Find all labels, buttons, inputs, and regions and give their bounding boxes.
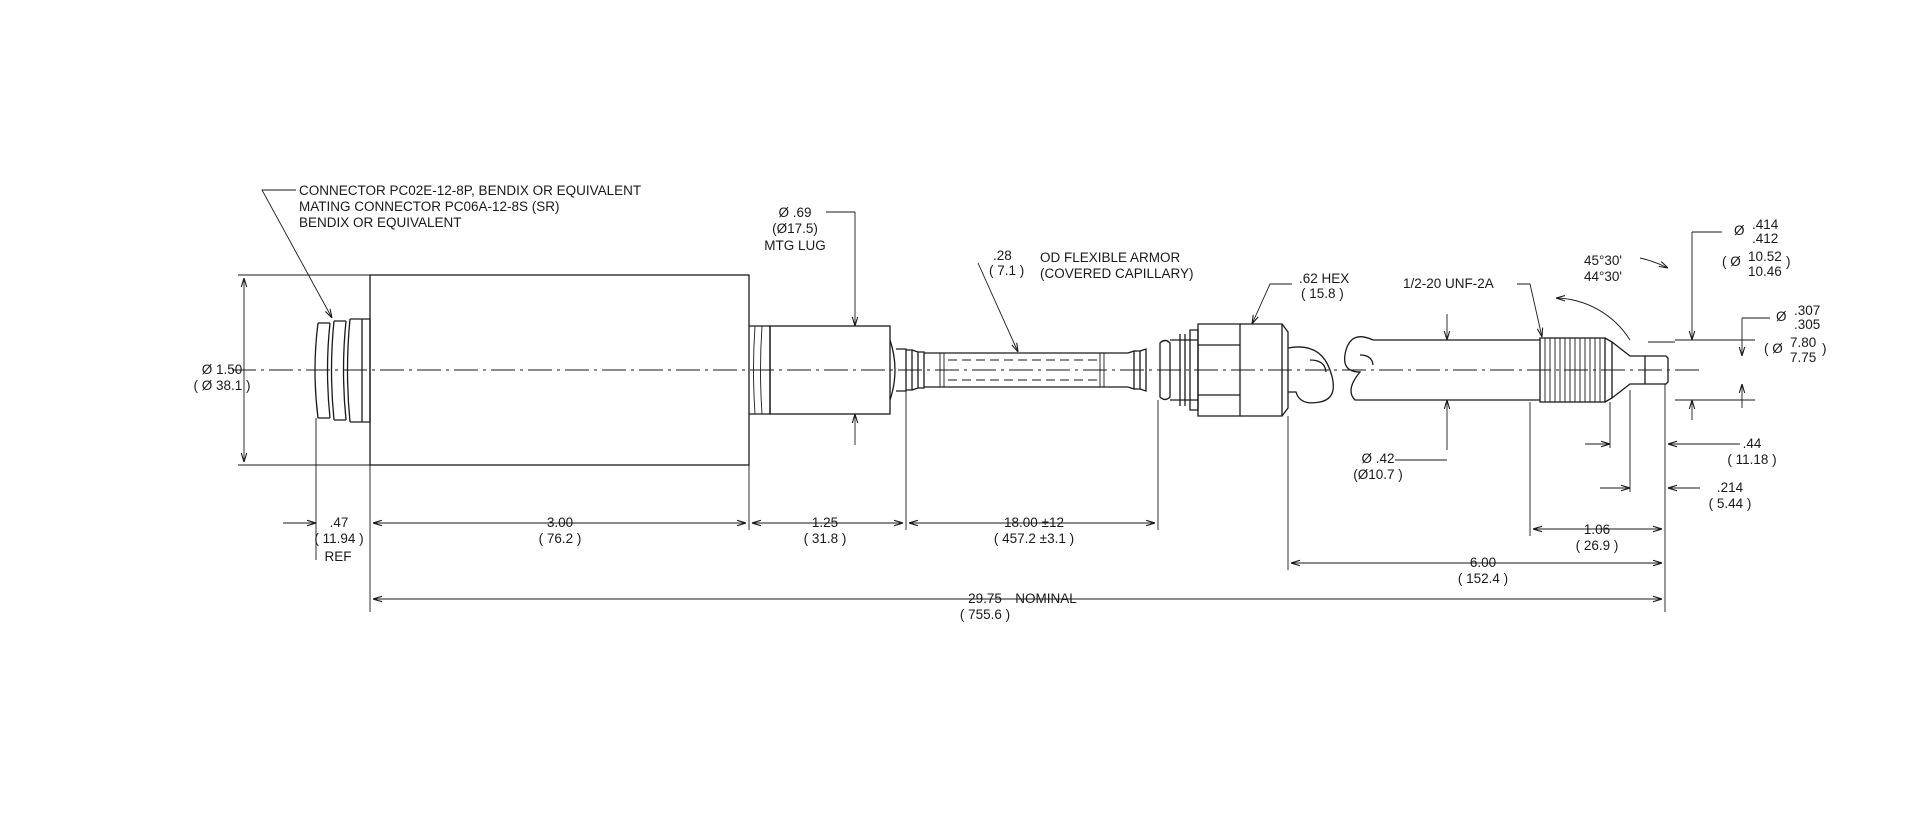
- lug-len-inch: 1.25: [812, 515, 838, 530]
- connector-note-line1: CONNECTOR PC02E-12-8P, BENDIX OR EQUIVAL…: [299, 183, 641, 198]
- dimension-lines: [244, 211, 1770, 599]
- armor-mm: ( 7.1 ): [989, 263, 1024, 278]
- hex-mm: ( 15.8 ): [1301, 286, 1344, 301]
- body-diameter-label: Ø 1.50 ( Ø 38.1 ): [193, 362, 250, 393]
- overall-len-note: NOMINAL: [1015, 591, 1077, 606]
- connector-note: CONNECTOR PC02E-12-8P, BENDIX OR EQUIVAL…: [299, 183, 641, 230]
- tip-dia-mm-suffix: ): [1786, 254, 1791, 269]
- mounting-lug: [749, 325, 907, 415]
- shaft-dia-inch: Ø .42: [1361, 451, 1394, 466]
- connector-len-inch: .47: [330, 515, 349, 530]
- connector-threads: [314, 318, 371, 423]
- overall-len-inch: 29.75: [968, 591, 1002, 606]
- probe-shaft: [1373, 339, 1540, 401]
- sensor-body: [369, 274, 750, 466]
- stem-dia-mm-prefix: ( Ø: [1764, 341, 1783, 356]
- tip-diameter-label: Ø .414 .412 ( Ø 10.52 10.46 ): [1722, 217, 1791, 279]
- connector-note-line2: MATING CONNECTOR PC06A-12-8S (SR): [299, 199, 560, 214]
- shaft-dia-mm: (Ø10.7 ): [1353, 467, 1403, 482]
- connector-len-note: REF: [325, 549, 352, 564]
- probe-len-mm: ( 152.4 ): [1458, 571, 1508, 586]
- angle-label: 45°30' 44°30': [1584, 253, 1622, 284]
- probe-thread: [1539, 337, 1613, 403]
- tip-dia-min: .412: [1752, 231, 1778, 246]
- stem-len-mm: ( 11.18 ): [1727, 452, 1776, 467]
- hex-label: .62 HEX ( 15.8 ): [1299, 271, 1349, 301]
- probe-tip: [1611, 341, 1669, 399]
- armor-desc-line2: (COVERED CAPILLARY): [1040, 266, 1194, 281]
- armor-len-inch: 18.00 ±12: [1004, 515, 1064, 530]
- stem-dia-mm-suffix: ): [1822, 341, 1827, 356]
- flexible-armor: [906, 348, 1147, 392]
- armor-inch: .28: [993, 248, 1012, 263]
- mtg-lug-inch: Ø .69: [778, 205, 811, 220]
- armor-desc-line1: OD FLEXIBLE ARMOR: [1040, 250, 1181, 265]
- stem-diameter-label: Ø .307 .305 ( Ø 7.80 7.75 ): [1764, 303, 1827, 365]
- lug-len-mm: ( 31.8 ): [804, 531, 847, 546]
- tip-dia-max: .414: [1752, 217, 1779, 232]
- body-len-mm: ( 76.2 ): [539, 531, 582, 546]
- tip-len-mm: ( 5.44 ): [1709, 496, 1752, 511]
- hex-fitting: [1159, 323, 1289, 417]
- mtg-lug-mm: (Ø17.5): [772, 221, 818, 236]
- extension-lines: [238, 274, 1755, 612]
- tip-dia-mm-min: 10.46: [1748, 264, 1782, 279]
- overall-len-mm: ( 755.6 ): [960, 607, 1010, 622]
- mtg-lug-text: MTG LUG: [764, 238, 826, 253]
- armor-len-mm: ( 457.2 ±3.1 ): [994, 531, 1074, 546]
- angle-min: 44°30': [1584, 269, 1622, 284]
- angle-max: 45°30': [1584, 253, 1622, 268]
- thread-len-mm: ( 26.9 ): [1576, 538, 1619, 553]
- mtg-lug-label: Ø .69 (Ø17.5) MTG LUG: [764, 205, 826, 253]
- stem-len-inch: .44: [1743, 436, 1762, 451]
- probe-len-inch: 6.00: [1470, 555, 1496, 570]
- tip-dia-prefix: Ø: [1734, 223, 1745, 238]
- tip-len-inch: .214: [1717, 480, 1744, 495]
- thread-label: 1/2-20 UNF-2A: [1403, 276, 1494, 291]
- tip-dia-mm-prefix: ( Ø: [1722, 254, 1741, 269]
- stem-dia-max: .307: [1794, 303, 1820, 318]
- stem-dia-prefix: Ø: [1776, 309, 1787, 324]
- break-symbol: [1287, 336, 1374, 404]
- connector-note-line3: BENDIX OR EQUIVALENT: [299, 215, 462, 230]
- leader-lines: [261, 189, 1542, 352]
- thread-len-inch: 1.06: [1584, 522, 1610, 537]
- shaft-diameter-label: Ø .42 (Ø10.7 ): [1353, 451, 1403, 482]
- tip-dia-mm-max: 10.52: [1748, 249, 1782, 264]
- stem-dia-min: .305: [1794, 317, 1820, 332]
- connector-len-mm: ( 11.94 ): [314, 531, 363, 546]
- hex-inch: .62 HEX: [1299, 271, 1349, 286]
- dimension-texts: .47 ( 11.94 ) REF 3.00 ( 76.2 ) 1.25 ( 3…: [314, 436, 1776, 622]
- stem-dia-mm-max: 7.80: [1790, 335, 1816, 350]
- body-diameter-mm: ( Ø 38.1 ): [193, 378, 250, 393]
- body-len-inch: 3.00: [547, 515, 573, 530]
- stem-dia-mm-min: 7.75: [1790, 350, 1816, 365]
- body-diameter-inch: Ø 1.50: [202, 362, 243, 377]
- armor-label: .28 ( 7.1 ) OD FLEXIBLE ARMOR (COVERED C…: [989, 248, 1194, 281]
